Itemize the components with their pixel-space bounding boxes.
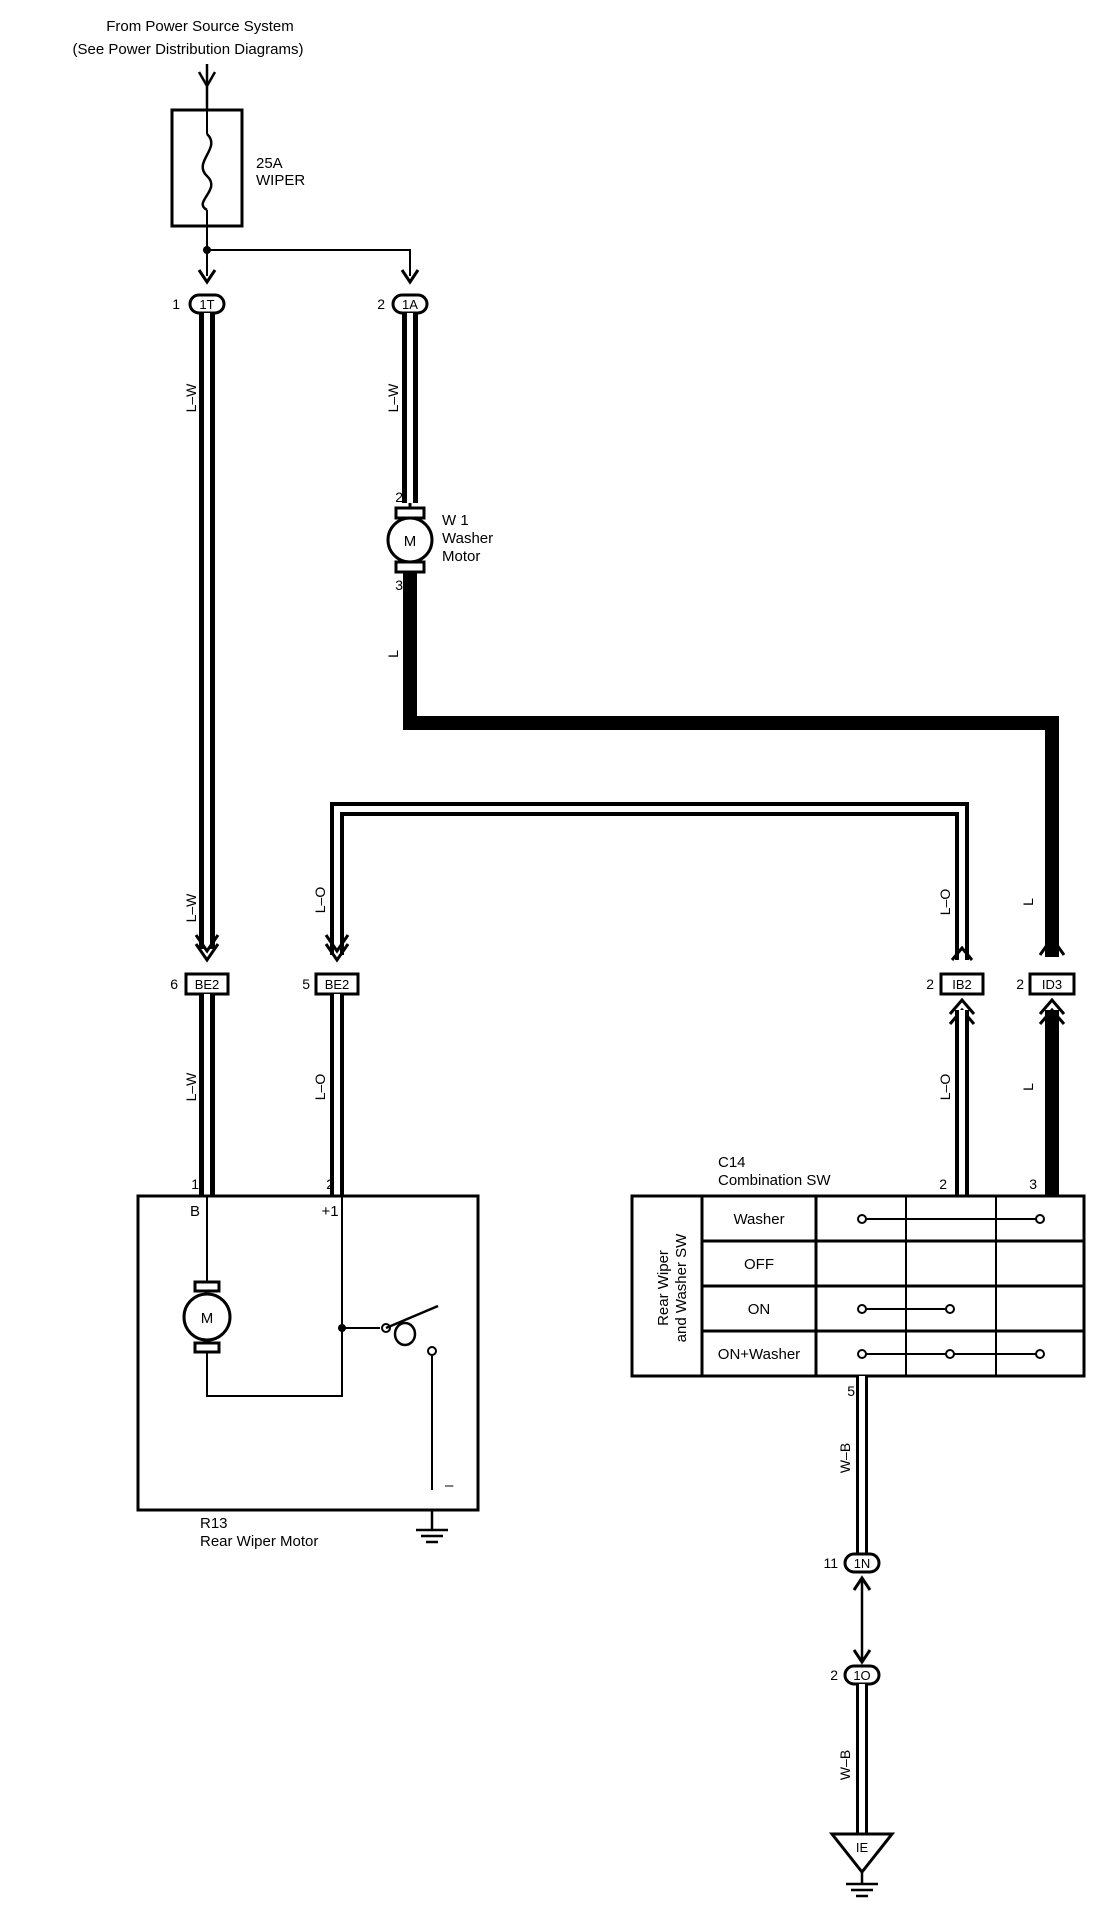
wire-lo-bottom bbox=[330, 994, 344, 1196]
connector-be2-5-id: BE2 bbox=[325, 977, 350, 992]
combination-sw-vertical-2: and Washer SW bbox=[673, 1233, 690, 1342]
ground-icon bbox=[416, 1510, 448, 1544]
wire-label: L–O bbox=[937, 889, 953, 916]
wire-label: L–W bbox=[183, 1072, 199, 1102]
ground-icon bbox=[846, 1872, 878, 1898]
connector-1t: 1T bbox=[188, 269, 226, 315]
wire-label: L–W bbox=[183, 893, 199, 923]
wire-label: L–O bbox=[312, 1074, 328, 1101]
wire-l-washer-to-switch bbox=[403, 572, 1066, 957]
wire-label: W–B bbox=[837, 1750, 853, 1780]
combination-sw-name: Combination SW bbox=[718, 1172, 831, 1189]
wiper-motor-symbol: M bbox=[201, 1310, 214, 1327]
connector-1a-id: 1A bbox=[402, 297, 418, 312]
connector-be2-5: BE2 bbox=[314, 972, 360, 996]
ground-point-ie: IE bbox=[828, 1832, 896, 1875]
combination-sw-vertical-1: Rear Wiper bbox=[655, 1250, 672, 1326]
wiper-motor-pin2: 2 bbox=[326, 1176, 334, 1192]
fuse-element-icon bbox=[201, 133, 213, 212]
switch-row-label: ON+Washer bbox=[718, 1346, 800, 1363]
fuse-output-wire bbox=[206, 226, 411, 276]
wiper-motor-term-plus1: +1 bbox=[321, 1203, 338, 1220]
switch-continuity bbox=[857, 1214, 1045, 1359]
ground-point-ie-id: IE bbox=[856, 1840, 869, 1855]
connector-id3-pin: 2 bbox=[1016, 976, 1024, 992]
fuse-name: WIPER bbox=[256, 172, 305, 189]
fuse bbox=[170, 108, 244, 228]
wiper-motor-term-minus: – bbox=[445, 1477, 454, 1494]
connector-ib2-id: IB2 bbox=[952, 977, 972, 992]
wire-label: L–O bbox=[937, 1074, 953, 1101]
connector-1t-pin: 1 bbox=[172, 296, 180, 312]
wiper-motor-name: Rear Wiper Motor bbox=[200, 1533, 318, 1550]
wire-label: L bbox=[1020, 898, 1036, 906]
source-line2: (See Power Distribution Diagrams) bbox=[73, 41, 304, 58]
connector-1o: 1O bbox=[843, 1664, 881, 1686]
wire-label: L bbox=[1020, 1083, 1036, 1091]
wire-1n-1o bbox=[852, 1578, 872, 1665]
switch-row-label: OFF bbox=[744, 1256, 774, 1273]
wire-lw-bottom bbox=[199, 994, 215, 1196]
connector-1o-id: 1O bbox=[853, 1668, 870, 1683]
connector-id3: ID3 bbox=[1028, 972, 1076, 996]
source-line1: From Power Source System bbox=[106, 18, 294, 35]
switch-row-label: ON bbox=[748, 1301, 771, 1318]
wiper-motor-icon bbox=[182, 1292, 232, 1342]
splice-point bbox=[203, 246, 211, 254]
combination-sw-pin5: 5 bbox=[847, 1383, 855, 1399]
wiper-motor-term-b: B bbox=[190, 1203, 200, 1220]
source-arrow-icon bbox=[197, 64, 217, 110]
wire-label: L–W bbox=[183, 383, 199, 413]
auto-stop-switch-icon bbox=[338, 1304, 439, 1356]
connector-1o-pin: 2 bbox=[830, 1667, 838, 1683]
wire-label: W–B bbox=[837, 1443, 853, 1473]
washer-motor-symbol: M bbox=[404, 533, 417, 550]
connector-1n-id: 1N bbox=[854, 1556, 871, 1571]
combination-sw-id: C14 bbox=[718, 1154, 746, 1171]
connector-be2-6-pin: 6 bbox=[170, 976, 178, 992]
wire-lw-washer bbox=[402, 313, 418, 503]
connector-ib2: IB2 bbox=[939, 972, 985, 996]
wire-lw-left bbox=[194, 313, 220, 963]
wire-wb-top bbox=[856, 1376, 868, 1554]
rear-wiper-motor: M bbox=[136, 1194, 480, 1512]
switch-row-label: Washer bbox=[733, 1211, 784, 1228]
wire-label: L–W bbox=[385, 383, 401, 413]
connector-be2-5-pin: 5 bbox=[302, 976, 310, 992]
wiper-motor-id: R13 bbox=[200, 1515, 228, 1532]
connector-ib2-pin: 2 bbox=[926, 976, 934, 992]
connector-be2-6: BE2 bbox=[184, 972, 230, 996]
connector-id3-id: ID3 bbox=[1042, 977, 1062, 992]
washer-motor-pin-bottom: 3 bbox=[395, 577, 403, 593]
washer-motor: M bbox=[386, 503, 434, 574]
connector-1t-id: 1T bbox=[199, 297, 214, 312]
wiper-motor-pin1: 1 bbox=[191, 1176, 199, 1192]
washer-motor-name-2: Motor bbox=[442, 548, 480, 565]
connector-1a: 1A bbox=[391, 269, 429, 315]
fuse-rating: 25A bbox=[256, 155, 283, 172]
wire-label: L bbox=[385, 650, 401, 658]
wire-wb-bottom bbox=[856, 1684, 868, 1834]
wire-lo-right-bottom bbox=[948, 997, 976, 1196]
wire-label: L–O bbox=[312, 887, 328, 914]
connector-1a-pin: 2 bbox=[377, 296, 385, 312]
combination-switch-table bbox=[630, 1194, 1086, 1378]
wire-lo-loop bbox=[324, 802, 974, 963]
washer-motor-name-1: Washer bbox=[442, 530, 493, 547]
connector-1n-pin: 11 bbox=[823, 1555, 838, 1571]
connector-be2-6-id: BE2 bbox=[195, 977, 220, 992]
washer-motor-id: W 1 bbox=[442, 512, 469, 529]
combination-sw-pin2: 2 bbox=[939, 1176, 947, 1192]
combination-sw-pin3: 3 bbox=[1029, 1176, 1037, 1192]
washer-motor-pin-top: 2 bbox=[395, 489, 403, 505]
wire-l-right-bottom bbox=[1038, 997, 1066, 1196]
